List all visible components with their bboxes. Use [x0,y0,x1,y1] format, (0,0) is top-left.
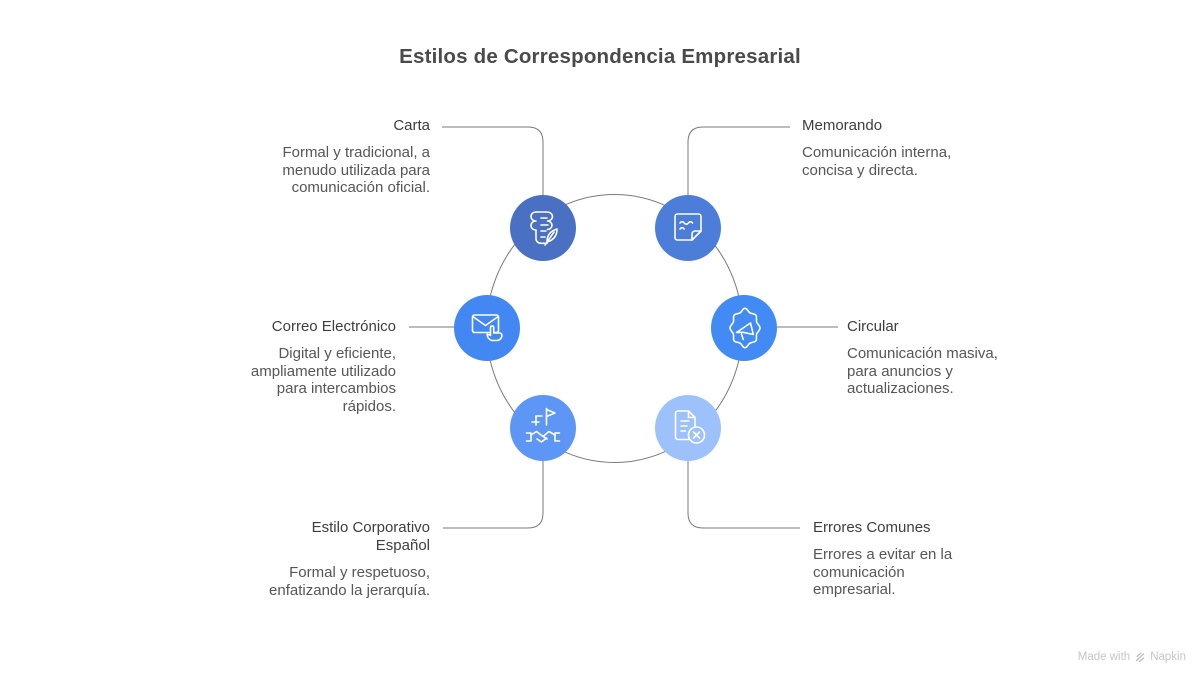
page-title: Estilos de Correspondencia Empresarial [399,45,801,68]
watermark-prefix: Made with [1077,651,1131,663]
gear-megaphone-icon [711,295,777,361]
napkin-logo-icon [1136,652,1145,663]
connector-memorando [687,126,790,195]
item-desc-memorando: Comunicación interna, concisa y directa. [802,144,952,179]
watermark-brand: Napkin [1150,651,1186,663]
napkin-watermark[interactable]: Made with Napkin [1078,651,1186,663]
textblock-correo-electronico: Correo Electrónico Digital y eficiente, … [251,318,396,415]
item-label-errores-comunes: Errores Comunes [813,519,931,536]
item-label-carta: Carta [393,117,430,134]
item-desc-estilo-corporativo: Formal y respetuoso, enfatizando la jera… [269,564,430,599]
textblock-errores-comunes: Errores Comunes Errores a evitar en la c… [813,519,952,599]
item-label-memorando: Memorando [802,117,883,134]
node-errores-comunes[interactable] [655,395,721,461]
item-label-circular: Circular [847,318,899,335]
node-correo-electronico[interactable] [454,295,520,361]
memo-note-icon [655,195,721,261]
connector-carta [442,126,544,195]
scroll-quill-icon [510,195,576,261]
email-hand-icon [454,295,520,361]
item-desc-circular: Comunicación masiva, para anuncios y act… [847,345,998,397]
node-circular[interactable] [711,295,777,361]
node-estilo-corporativo[interactable] [510,395,576,461]
textblock-estilo-corporativo: Estilo Corporativo Español Formal y resp… [269,519,430,599]
connector-estilo-corporativo [443,461,544,529]
item-desc-correo-electronico: Digital y eficiente, ampliamente utiliza… [250,345,396,415]
item-desc-errores-comunes: Errores a evitar en la comunicación empr… [813,546,953,598]
textblock-carta: Carta Formal y tradicional, a menudo uti… [282,117,430,197]
textblock-circular: Circular Comunicación masiva, para anunc… [847,318,998,398]
node-carta[interactable] [510,195,576,261]
node-memorando[interactable] [655,195,721,261]
item-desc-carta: Formal y tradicional, a menudo utilizada… [282,144,430,196]
item-label-correo-electronico: Correo Electrónico [271,318,396,335]
textblock-memorando: Memorando Comunicación interna, concisa … [802,117,951,179]
connector-errores-comunes [687,461,800,529]
building-handshake-icon [510,395,576,461]
document-error-icon [655,395,721,461]
item-label-estilo-corporativo: Estilo Corporativo Español [311,519,430,554]
